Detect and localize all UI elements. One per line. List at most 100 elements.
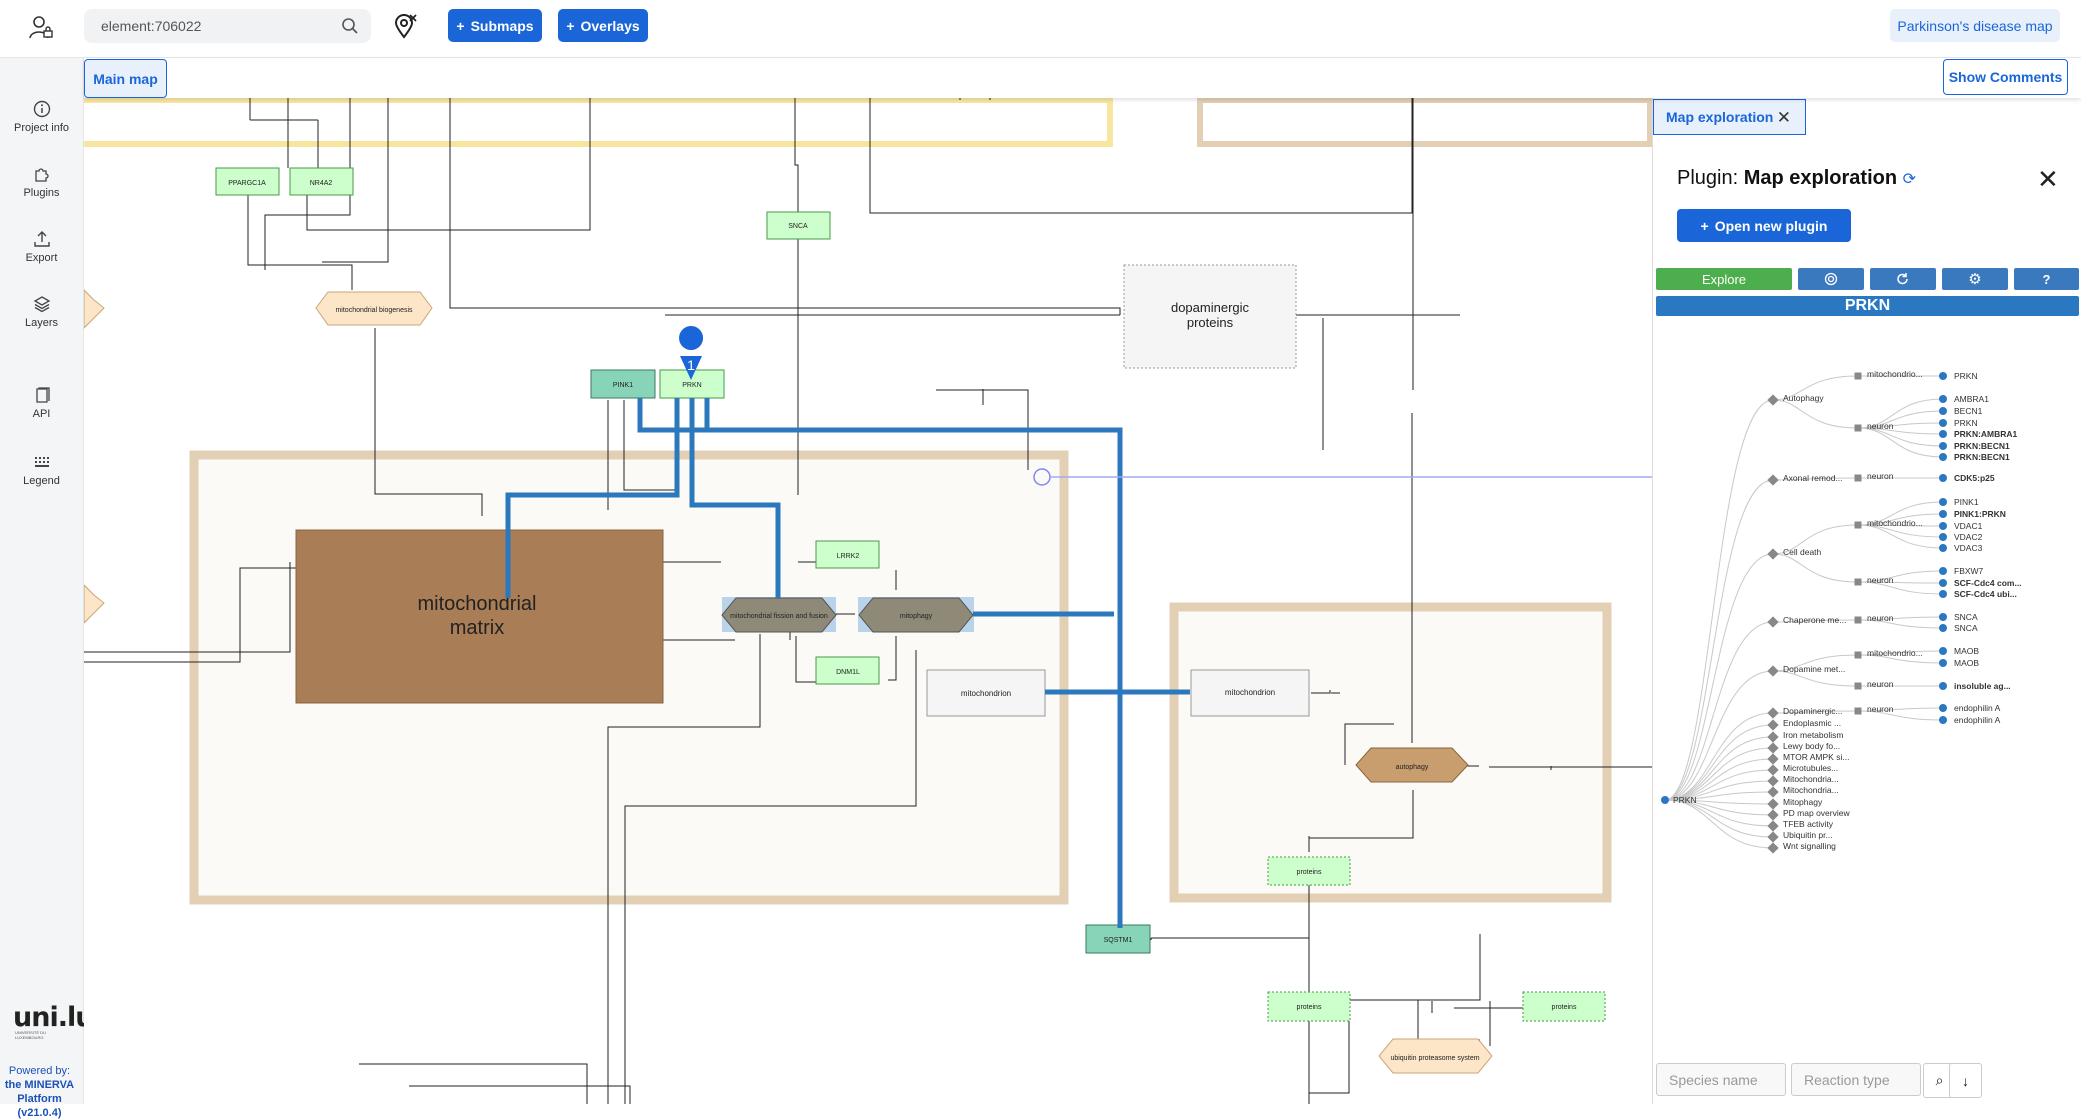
tree-compartment-node[interactable]	[1854, 707, 1862, 715]
tab-map-exploration[interactable]: Map exploration ✕	[1653, 99, 1806, 135]
tree-leaf-node[interactable]	[1939, 647, 1947, 655]
node-mitochondrion-right[interactable]	[1190, 669, 1310, 717]
download-button[interactable]: ↓	[1949, 1063, 1982, 1098]
tree-category-node[interactable]	[1767, 798, 1779, 810]
node-dopaminergic-proteins[interactable]	[1123, 264, 1297, 369]
tree-category-node[interactable]	[1767, 731, 1779, 743]
tree-category-node[interactable]	[1767, 474, 1779, 486]
pin-marker-icon[interactable]	[679, 326, 704, 380]
open-new-plugin-button[interactable]: + Open new plugin	[1677, 209, 1851, 242]
tree-leaf-node[interactable]	[1939, 567, 1947, 575]
tree-category-node[interactable]	[1767, 616, 1779, 628]
tree-compartment-node[interactable]	[1854, 682, 1862, 690]
reaction-type-input[interactable]: Reaction type	[1791, 1063, 1921, 1096]
explore-button[interactable]: Explore	[1656, 268, 1792, 290]
map-canvas[interactable]: PPARGC1A NR4A2 SNCA mitochondrial biogen…	[84, 98, 1652, 1104]
reset-button[interactable]	[1870, 268, 1936, 290]
node-snca[interactable]	[766, 211, 831, 240]
search-box[interactable]: element:706022	[84, 9, 371, 43]
tree-category-node[interactable]	[1767, 764, 1779, 776]
sidebar-item-layers[interactable]: Layers	[0, 295, 83, 329]
node-mitophagy[interactable]	[858, 597, 974, 633]
node-nr4a2[interactable]	[289, 167, 354, 196]
tree-category-node[interactable]	[1767, 394, 1779, 406]
search-input[interactable]: element:706022	[101, 18, 202, 34]
tree-category-node[interactable]	[1767, 831, 1779, 843]
node-mitochondrial-matrix[interactable]	[295, 529, 664, 704]
node-sqstm1[interactable]	[1085, 924, 1151, 954]
tree-leaf-node[interactable]	[1939, 704, 1947, 712]
node-proteins-a[interactable]	[1267, 856, 1351, 886]
sidebar-item-legend[interactable]: Legend	[0, 453, 83, 487]
tree-leaf-node[interactable]	[1939, 659, 1947, 667]
node-proteins-c[interactable]	[1522, 991, 1606, 1022]
tree-compartment-node[interactable]	[1854, 474, 1862, 482]
node-autophagy[interactable]	[1355, 747, 1469, 783]
tree-leaf-node[interactable]	[1939, 522, 1947, 530]
tree-leaf-node[interactable]	[1939, 613, 1947, 621]
sidebar-item-plugins[interactable]: Plugins	[0, 165, 83, 199]
tree-category-node[interactable]	[1767, 548, 1779, 560]
search-icon[interactable]	[341, 17, 359, 35]
settings-button[interactable]: ⚙	[1942, 268, 2008, 290]
tree-compartment-node[interactable]	[1854, 616, 1862, 624]
project-name-button[interactable]: Parkinson's disease map	[1890, 9, 2060, 42]
tree-compartment-node[interactable]	[1854, 578, 1862, 586]
tree-compartment-node[interactable]	[1854, 521, 1862, 529]
sidebar-item-project-info[interactable]: Project info	[0, 100, 83, 134]
submaps-button[interactable]: + Submaps	[448, 9, 542, 42]
tab-main-map[interactable]: Main map	[84, 59, 167, 98]
tree-leaf-node[interactable]	[1939, 453, 1947, 461]
tree-leaf-node[interactable]	[1939, 474, 1947, 482]
tree-leaf-node[interactable]	[1939, 544, 1947, 552]
tree-leaf-node[interactable]	[1939, 372, 1947, 380]
node-mitochondrial-fission-and-fusion[interactable]	[721, 597, 837, 633]
user-icon[interactable]	[28, 14, 54, 40]
sidebar-item-api[interactable]: API	[0, 386, 83, 420]
node-lrrk2[interactable]	[815, 540, 880, 569]
tree-category-node[interactable]	[1767, 820, 1779, 832]
reload-icon[interactable]: ⟳	[1902, 171, 1917, 188]
node-mitochondrial-biogenesis[interactable]	[315, 291, 433, 326]
tree-category-node[interactable]	[1767, 707, 1779, 719]
node-proteins-b[interactable]	[1267, 991, 1351, 1022]
tree-leaf-node[interactable]	[1939, 510, 1947, 518]
overlays-button[interactable]: + Overlays	[558, 9, 648, 42]
target-button[interactable]	[1798, 268, 1864, 290]
show-comments-button[interactable]: Show Comments	[1943, 59, 2068, 95]
tree-leaf-node[interactable]	[1939, 716, 1947, 724]
tree-category-node[interactable]	[1767, 809, 1779, 821]
tree-compartment-node[interactable]	[1854, 372, 1862, 380]
tree-category-node[interactable]	[1767, 665, 1779, 677]
tree-leaf-node[interactable]	[1939, 395, 1947, 403]
node-ubiquitin-proteasome-system[interactable]	[1378, 1038, 1493, 1074]
tree-leaf-node[interactable]	[1939, 590, 1947, 598]
tree-category-node[interactable]	[1767, 742, 1779, 754]
close-tab-icon[interactable]: ✕	[1776, 108, 1791, 127]
tree-leaf-node[interactable]	[1939, 533, 1947, 541]
species-name-input[interactable]: Species name	[1656, 1063, 1786, 1096]
node-mitochondrion-left[interactable]	[926, 669, 1046, 717]
tree-leaf-node[interactable]	[1939, 430, 1947, 438]
node-ppargc1a[interactable]	[215, 167, 280, 196]
tree-category-node[interactable]	[1767, 786, 1779, 798]
close-plugin-icon[interactable]: ✕	[2037, 164, 2059, 194]
tree-leaf-node[interactable]	[1939, 407, 1947, 415]
powered-by[interactable]: Powered by: the MINERVA Platform (v21.0.…	[0, 1064, 79, 1120]
tree-leaf-node[interactable]	[1939, 442, 1947, 450]
tree-leaf-node[interactable]	[1939, 419, 1947, 427]
tree-category-node[interactable]	[1767, 753, 1779, 765]
help-button[interactable]: ?	[2014, 268, 2079, 290]
clear-pin-icon[interactable]	[392, 13, 418, 39]
map-svg[interactable]: PPARGC1A NR4A2 SNCA mitochondrial biogen…	[84, 98, 1652, 1104]
tree-leaf-node[interactable]	[1939, 498, 1947, 506]
tree-category-node[interactable]	[1767, 775, 1779, 787]
sidebar-item-export[interactable]: Export	[0, 230, 83, 264]
tree-leaf-node[interactable]	[1939, 682, 1947, 690]
tree-category-node[interactable]	[1767, 719, 1779, 731]
tree-leaf-node[interactable]	[1939, 624, 1947, 632]
tree-compartment-node[interactable]	[1854, 651, 1862, 659]
node-pink1[interactable]	[590, 369, 656, 399]
tree-compartment-node[interactable]	[1854, 424, 1862, 432]
